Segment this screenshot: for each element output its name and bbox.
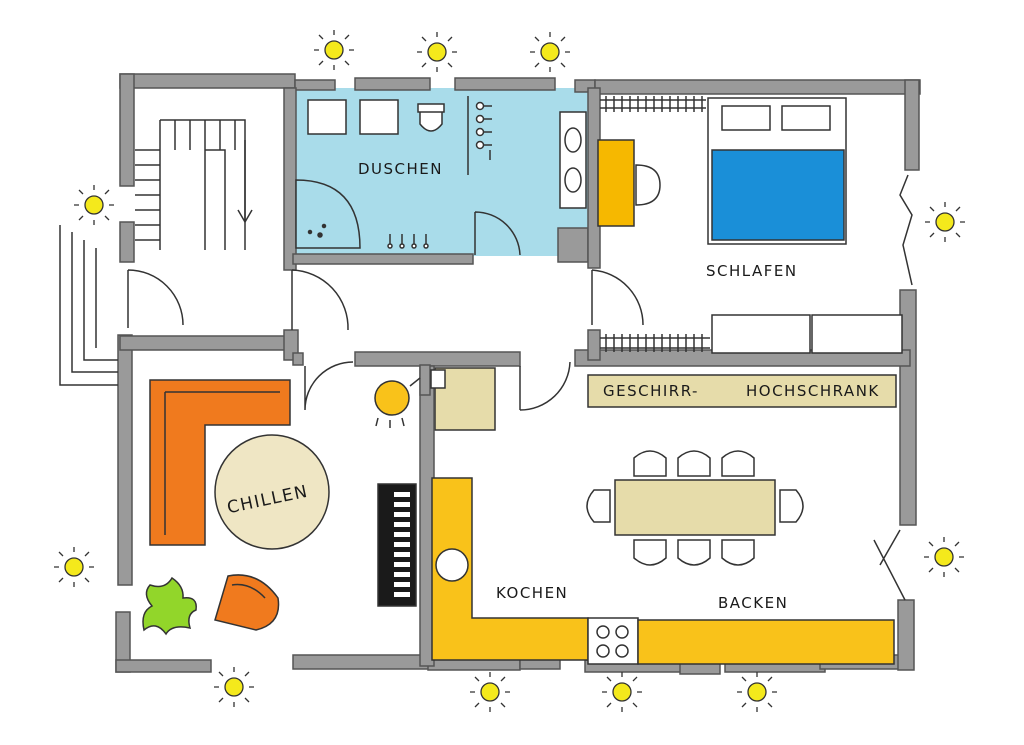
light-icon	[417, 32, 457, 72]
wall-right-mid	[899, 289, 917, 526]
door-chill	[304, 361, 354, 411]
wall-hall-bottom-left	[119, 335, 296, 351]
armchair-inner	[231, 583, 266, 599]
doors	[127, 174, 913, 601]
staircase	[59, 119, 253, 386]
shower-drain-icon	[307, 223, 327, 238]
stove-burners	[596, 625, 629, 658]
light-icon	[214, 667, 254, 707]
stair-arrow	[237, 140, 253, 224]
light-icon	[602, 672, 642, 712]
sofa-cushion-line	[164, 391, 280, 535]
door-entrance	[127, 269, 184, 328]
wall-chill-top	[419, 364, 431, 396]
wall-top-shower	[294, 79, 336, 91]
armchair	[214, 574, 280, 631]
wardrobe-bottom	[600, 334, 710, 352]
light-icon	[737, 672, 777, 712]
wall-top-shower-2	[354, 77, 431, 91]
fridge-box	[430, 369, 446, 389]
bedroom-cabinet-2	[811, 314, 903, 354]
kitchen-furniture	[430, 369, 897, 665]
stair-treads	[135, 120, 236, 241]
sink-round	[435, 548, 469, 582]
desk-chair	[635, 164, 661, 206]
wall-shower-sink	[557, 227, 589, 263]
bedroom-cabinet-1	[711, 314, 811, 354]
label-hochschrank: HOCHSCHRANK	[746, 382, 880, 400]
lights	[54, 30, 965, 712]
wall-bedroom-left-bottom	[587, 329, 601, 361]
label-kochen: KOCHEN	[496, 584, 568, 602]
wall-left-mid	[119, 221, 135, 263]
wall-top-shower-3	[454, 77, 556, 91]
entrance-steps	[59, 225, 118, 386]
tall-cupboard	[587, 374, 897, 408]
label-schlafen: SCHLAFEN	[706, 262, 798, 280]
bedroom-furniture	[597, 96, 903, 354]
sofa	[149, 379, 291, 546]
towel-shelf-2	[359, 99, 399, 135]
stair-outline	[159, 119, 246, 250]
light-icon	[530, 32, 570, 72]
wall-corridor-bottom-1	[292, 352, 304, 366]
wall-corridor-bottom-2	[354, 351, 521, 367]
lamp-icon	[374, 377, 421, 428]
wall-right-bottom	[897, 599, 915, 671]
shower-fixtures	[295, 96, 587, 249]
sink-icon	[559, 111, 587, 209]
wall-bottom-1	[115, 659, 212, 673]
light-icon	[924, 537, 964, 577]
counter-right	[637, 619, 895, 665]
light-icon	[925, 202, 965, 242]
dining-chairs	[586, 450, 804, 566]
wall-left-lower	[117, 334, 133, 586]
door-balcony	[873, 529, 906, 601]
door-hall	[291, 269, 349, 331]
piano-keys	[394, 492, 410, 597]
pillow-2	[781, 105, 831, 131]
desk	[597, 139, 635, 227]
light-icon	[314, 30, 354, 70]
light-icon	[74, 185, 114, 225]
dining-table	[614, 479, 776, 536]
plant-icon	[142, 576, 197, 636]
shower-heads-icon	[475, 101, 492, 160]
label-geschirr: GESCHIRR-	[603, 382, 699, 400]
label-backen: BACKEN	[718, 594, 788, 612]
stove-icon	[587, 617, 639, 665]
towel-shelf-1	[307, 99, 347, 135]
wall-left-upper	[119, 73, 135, 187]
wardrobe-top	[600, 96, 706, 112]
bed-icon	[711, 149, 845, 241]
wall-bottom-2	[292, 654, 432, 670]
light-icon	[470, 672, 510, 712]
window-bedroom	[899, 174, 913, 286]
light-icon	[54, 547, 94, 587]
wall-top-left	[119, 73, 296, 89]
label-duschen: DUSCHEN	[358, 160, 443, 178]
chill-room-furniture	[142, 377, 421, 636]
wall-right-top	[904, 79, 920, 171]
wall-shower-bottom	[292, 253, 474, 265]
wall-top-right	[594, 79, 921, 95]
toilet-icon	[417, 103, 445, 132]
hooks-icon	[387, 234, 429, 249]
door-shower	[474, 211, 521, 256]
door-bedroom	[591, 269, 644, 326]
rug	[214, 434, 330, 550]
wall-stair-right	[283, 87, 297, 271]
pillow-1	[721, 105, 771, 131]
door-kitchen	[519, 361, 571, 411]
